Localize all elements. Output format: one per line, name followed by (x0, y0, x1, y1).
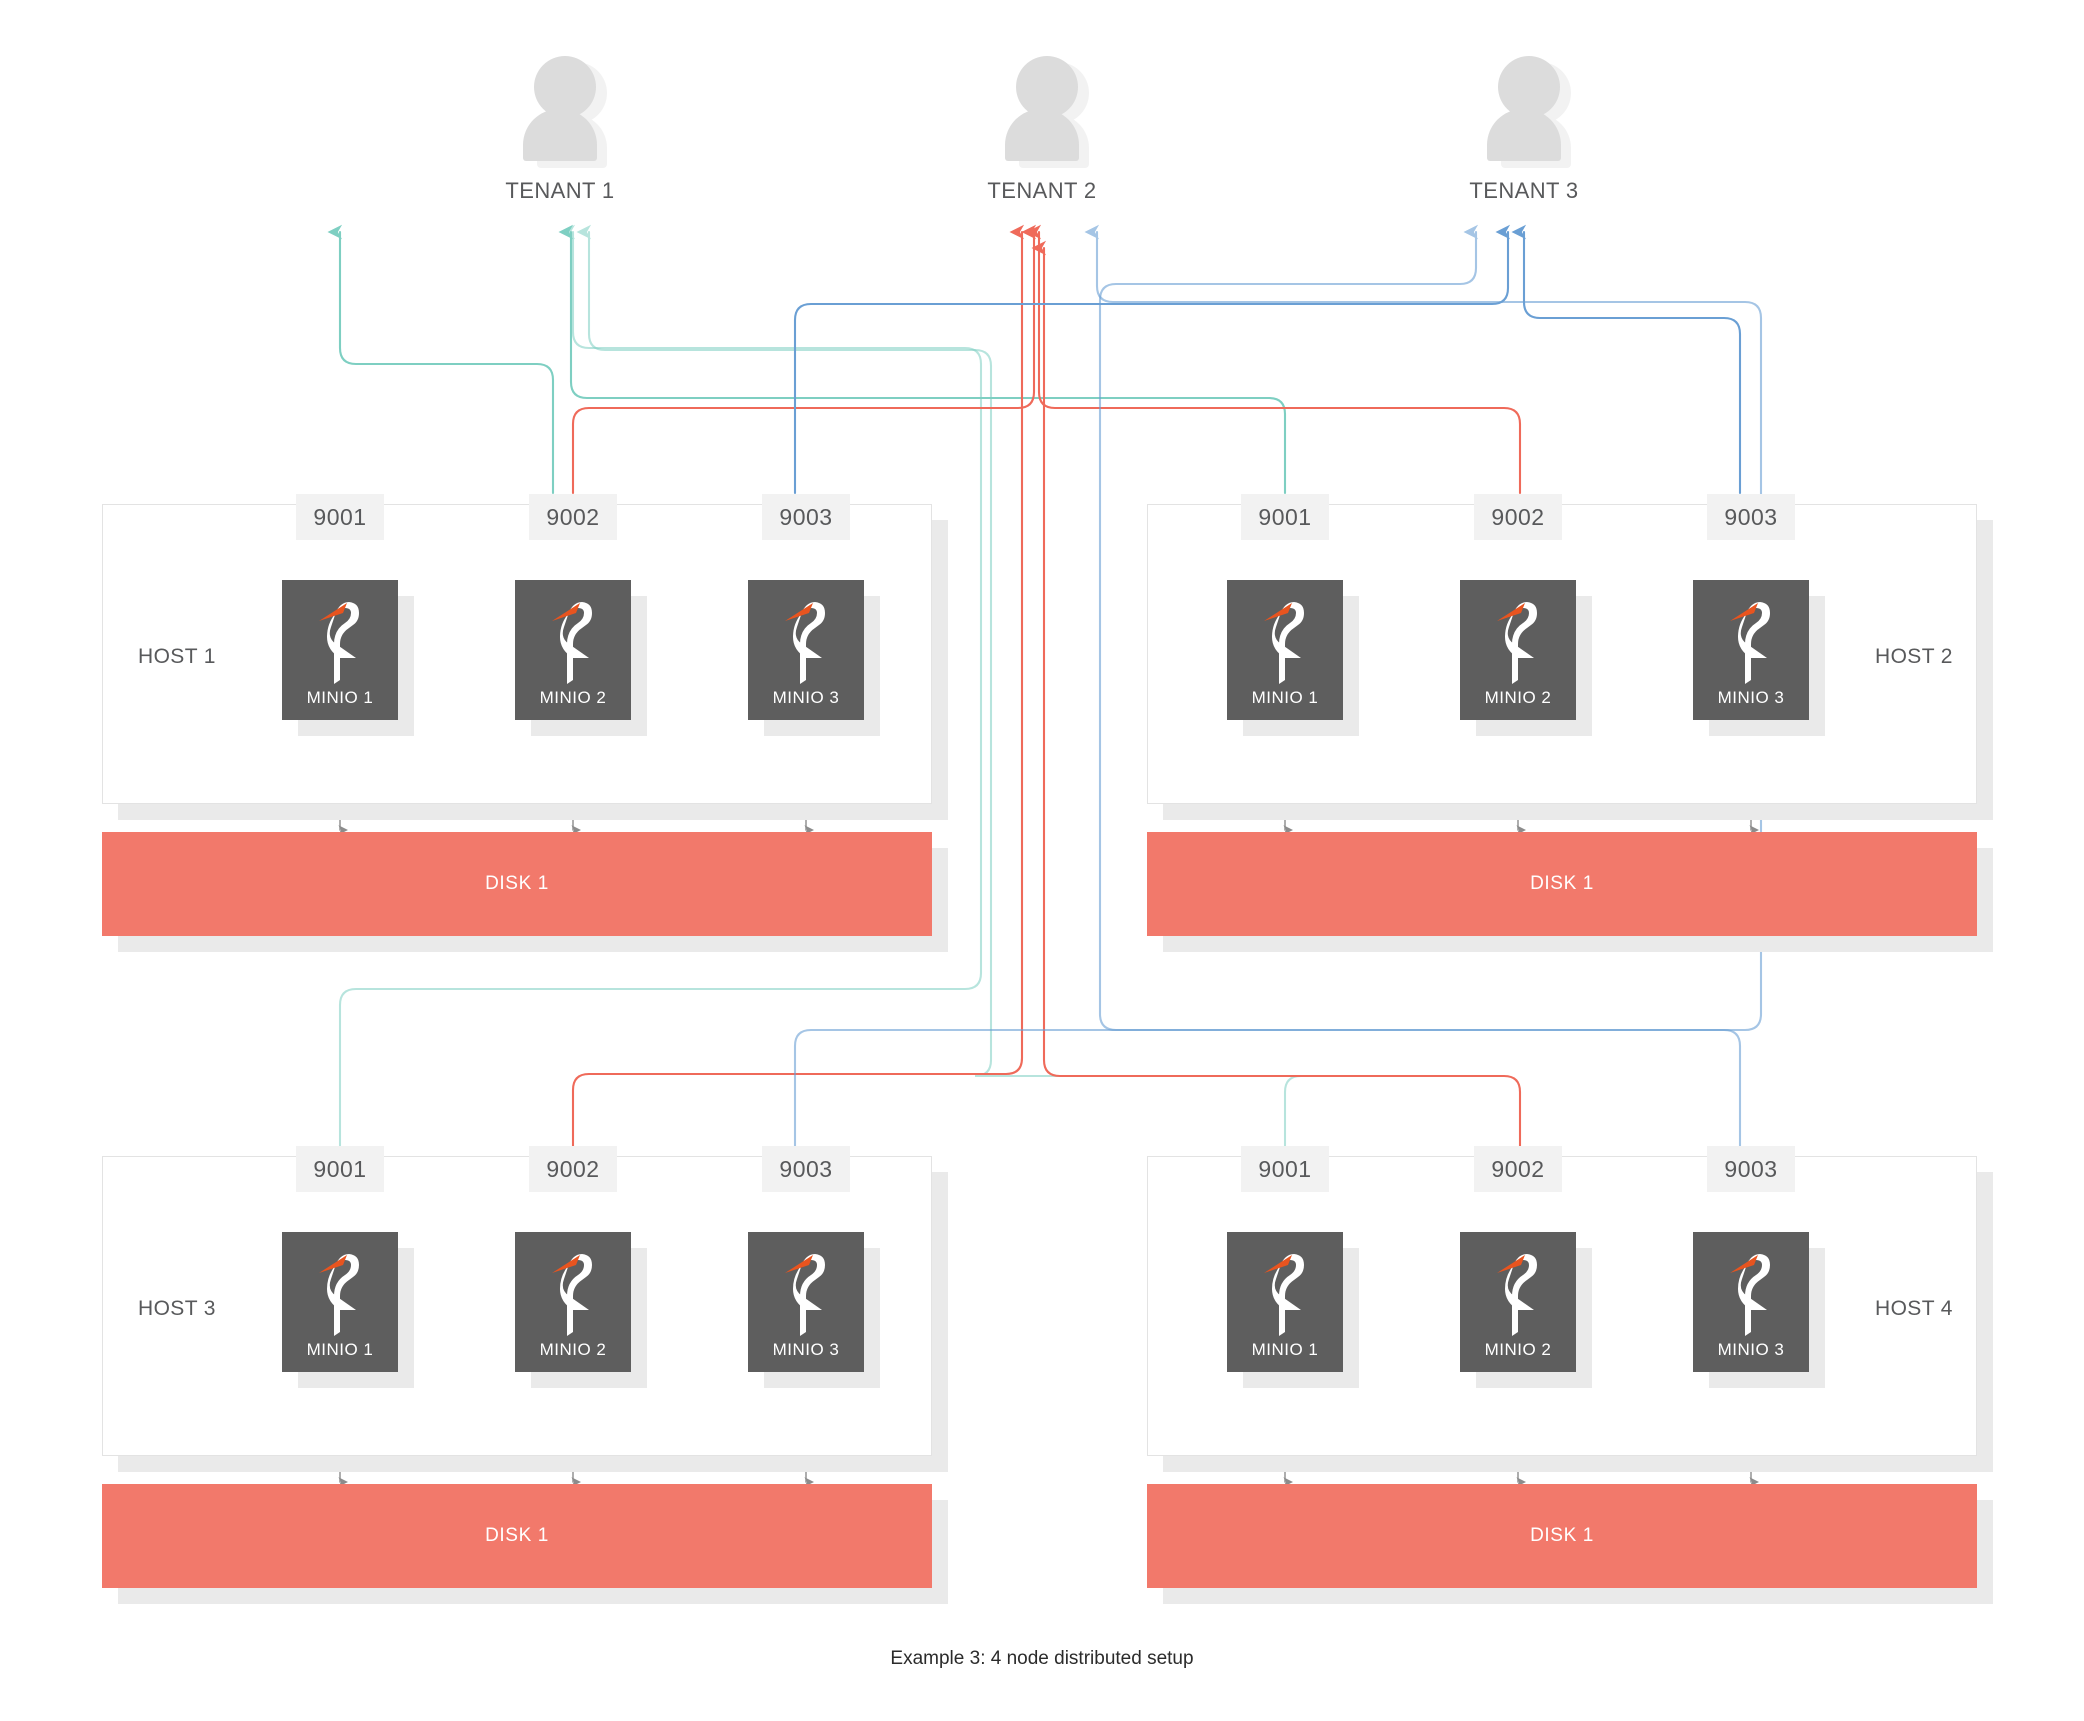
minio-logo-icon (319, 602, 359, 684)
minio-node-2[interactable]: MINIO 2 (515, 1232, 631, 1372)
port-chip-9003[interactable]: 9003 (1707, 1146, 1795, 1192)
disk-bar-2[interactable]: DISK 1 (1147, 832, 1977, 936)
tenant-3[interactable]: TENANT 3 (1434, 52, 1614, 204)
tenant-2[interactable]: TENANT 2 (952, 52, 1132, 204)
port-chip-9002[interactable]: 9002 (1474, 1146, 1562, 1192)
minio-logo-icon (1730, 602, 1770, 684)
minio-logo-icon (552, 602, 592, 684)
port-chip-9001[interactable]: 9001 (1241, 1146, 1329, 1192)
minio-node-label: MINIO 3 (772, 688, 840, 707)
user-avatar-icon (512, 52, 608, 168)
port-chip-9002[interactable]: 9002 (529, 1146, 617, 1192)
minio-logo-icon (1497, 602, 1537, 684)
host-label-1: HOST 1 (138, 645, 216, 668)
minio-logo-icon (1497, 1254, 1537, 1336)
minio-node-2[interactable]: MINIO 2 (515, 580, 631, 720)
user-avatar-icon (994, 52, 1090, 168)
tenant-label: TENANT 1 (505, 178, 615, 203)
disk-label: DISK 1 (1530, 1525, 1594, 1546)
minio-logo-icon (785, 1254, 825, 1336)
minio-node-label: MINIO 2 (539, 1340, 607, 1359)
minio-logo-icon (1730, 1254, 1770, 1336)
minio-node-label: MINIO 2 (1484, 688, 1552, 707)
tenant-1[interactable]: TENANT 1 (470, 52, 650, 204)
minio-node-2[interactable]: MINIO 2 (1460, 1232, 1576, 1372)
minio-logo-icon (319, 1254, 359, 1336)
port-chip-9001[interactable]: 9001 (296, 1146, 384, 1192)
host-label-4: HOST 4 (1875, 1297, 1953, 1320)
diagram-caption: Example 3: 4 node distributed setup (890, 1648, 1194, 1669)
port-chip-9002[interactable]: 9002 (529, 494, 617, 540)
disk-label: DISK 1 (485, 1525, 549, 1546)
minio-node-3[interactable]: MINIO 3 (748, 580, 864, 720)
minio-logo-icon (1264, 1254, 1304, 1336)
minio-node-label: MINIO 1 (306, 688, 374, 707)
disk-bar-1[interactable]: DISK 1 (102, 832, 932, 936)
disk-bar-4[interactable]: DISK 1 (1147, 1484, 1977, 1588)
port-chip-9001[interactable]: 9001 (296, 494, 384, 540)
host-label-3: HOST 3 (138, 1297, 216, 1320)
host-label-2: HOST 2 (1875, 645, 1953, 668)
minio-node-label: MINIO 2 (1484, 1340, 1552, 1359)
disk-label: DISK 1 (485, 873, 549, 894)
minio-node-1[interactable]: MINIO 1 (1227, 1232, 1343, 1372)
port-chip-9003[interactable]: 9003 (762, 494, 850, 540)
port-chip-9001[interactable]: 9001 (1241, 494, 1329, 540)
minio-node-label: MINIO 2 (539, 688, 607, 707)
tenant-label: TENANT 3 (1469, 178, 1579, 203)
minio-node-1[interactable]: MINIO 1 (282, 580, 398, 720)
minio-logo-icon (785, 602, 825, 684)
minio-node-2[interactable]: MINIO 2 (1460, 580, 1576, 720)
minio-node-label: MINIO 3 (1717, 688, 1785, 707)
minio-node-1[interactable]: MINIO 1 (1227, 580, 1343, 720)
minio-node-1[interactable]: MINIO 1 (282, 1232, 398, 1372)
minio-node-3[interactable]: MINIO 3 (1693, 1232, 1809, 1372)
minio-node-label: MINIO 3 (772, 1340, 840, 1359)
disk-bar-3[interactable]: DISK 1 (102, 1484, 932, 1588)
minio-node-label: MINIO 1 (1251, 688, 1319, 707)
tenant-label: TENANT 2 (987, 178, 1097, 203)
minio-node-label: MINIO 1 (1251, 1340, 1319, 1359)
port-chip-9003[interactable]: 9003 (1707, 494, 1795, 540)
port-chip-9003[interactable]: 9003 (762, 1146, 850, 1192)
user-avatar-icon (1476, 52, 1572, 168)
disk-label: DISK 1 (1530, 873, 1594, 894)
port-chip-9002[interactable]: 9002 (1474, 494, 1562, 540)
minio-node-3[interactable]: MINIO 3 (748, 1232, 864, 1372)
minio-logo-icon (1264, 602, 1304, 684)
minio-node-label: MINIO 3 (1717, 1340, 1785, 1359)
minio-node-3[interactable]: MINIO 3 (1693, 580, 1809, 720)
minio-node-label: MINIO 1 (306, 1340, 374, 1359)
minio-logo-icon (552, 1254, 592, 1336)
